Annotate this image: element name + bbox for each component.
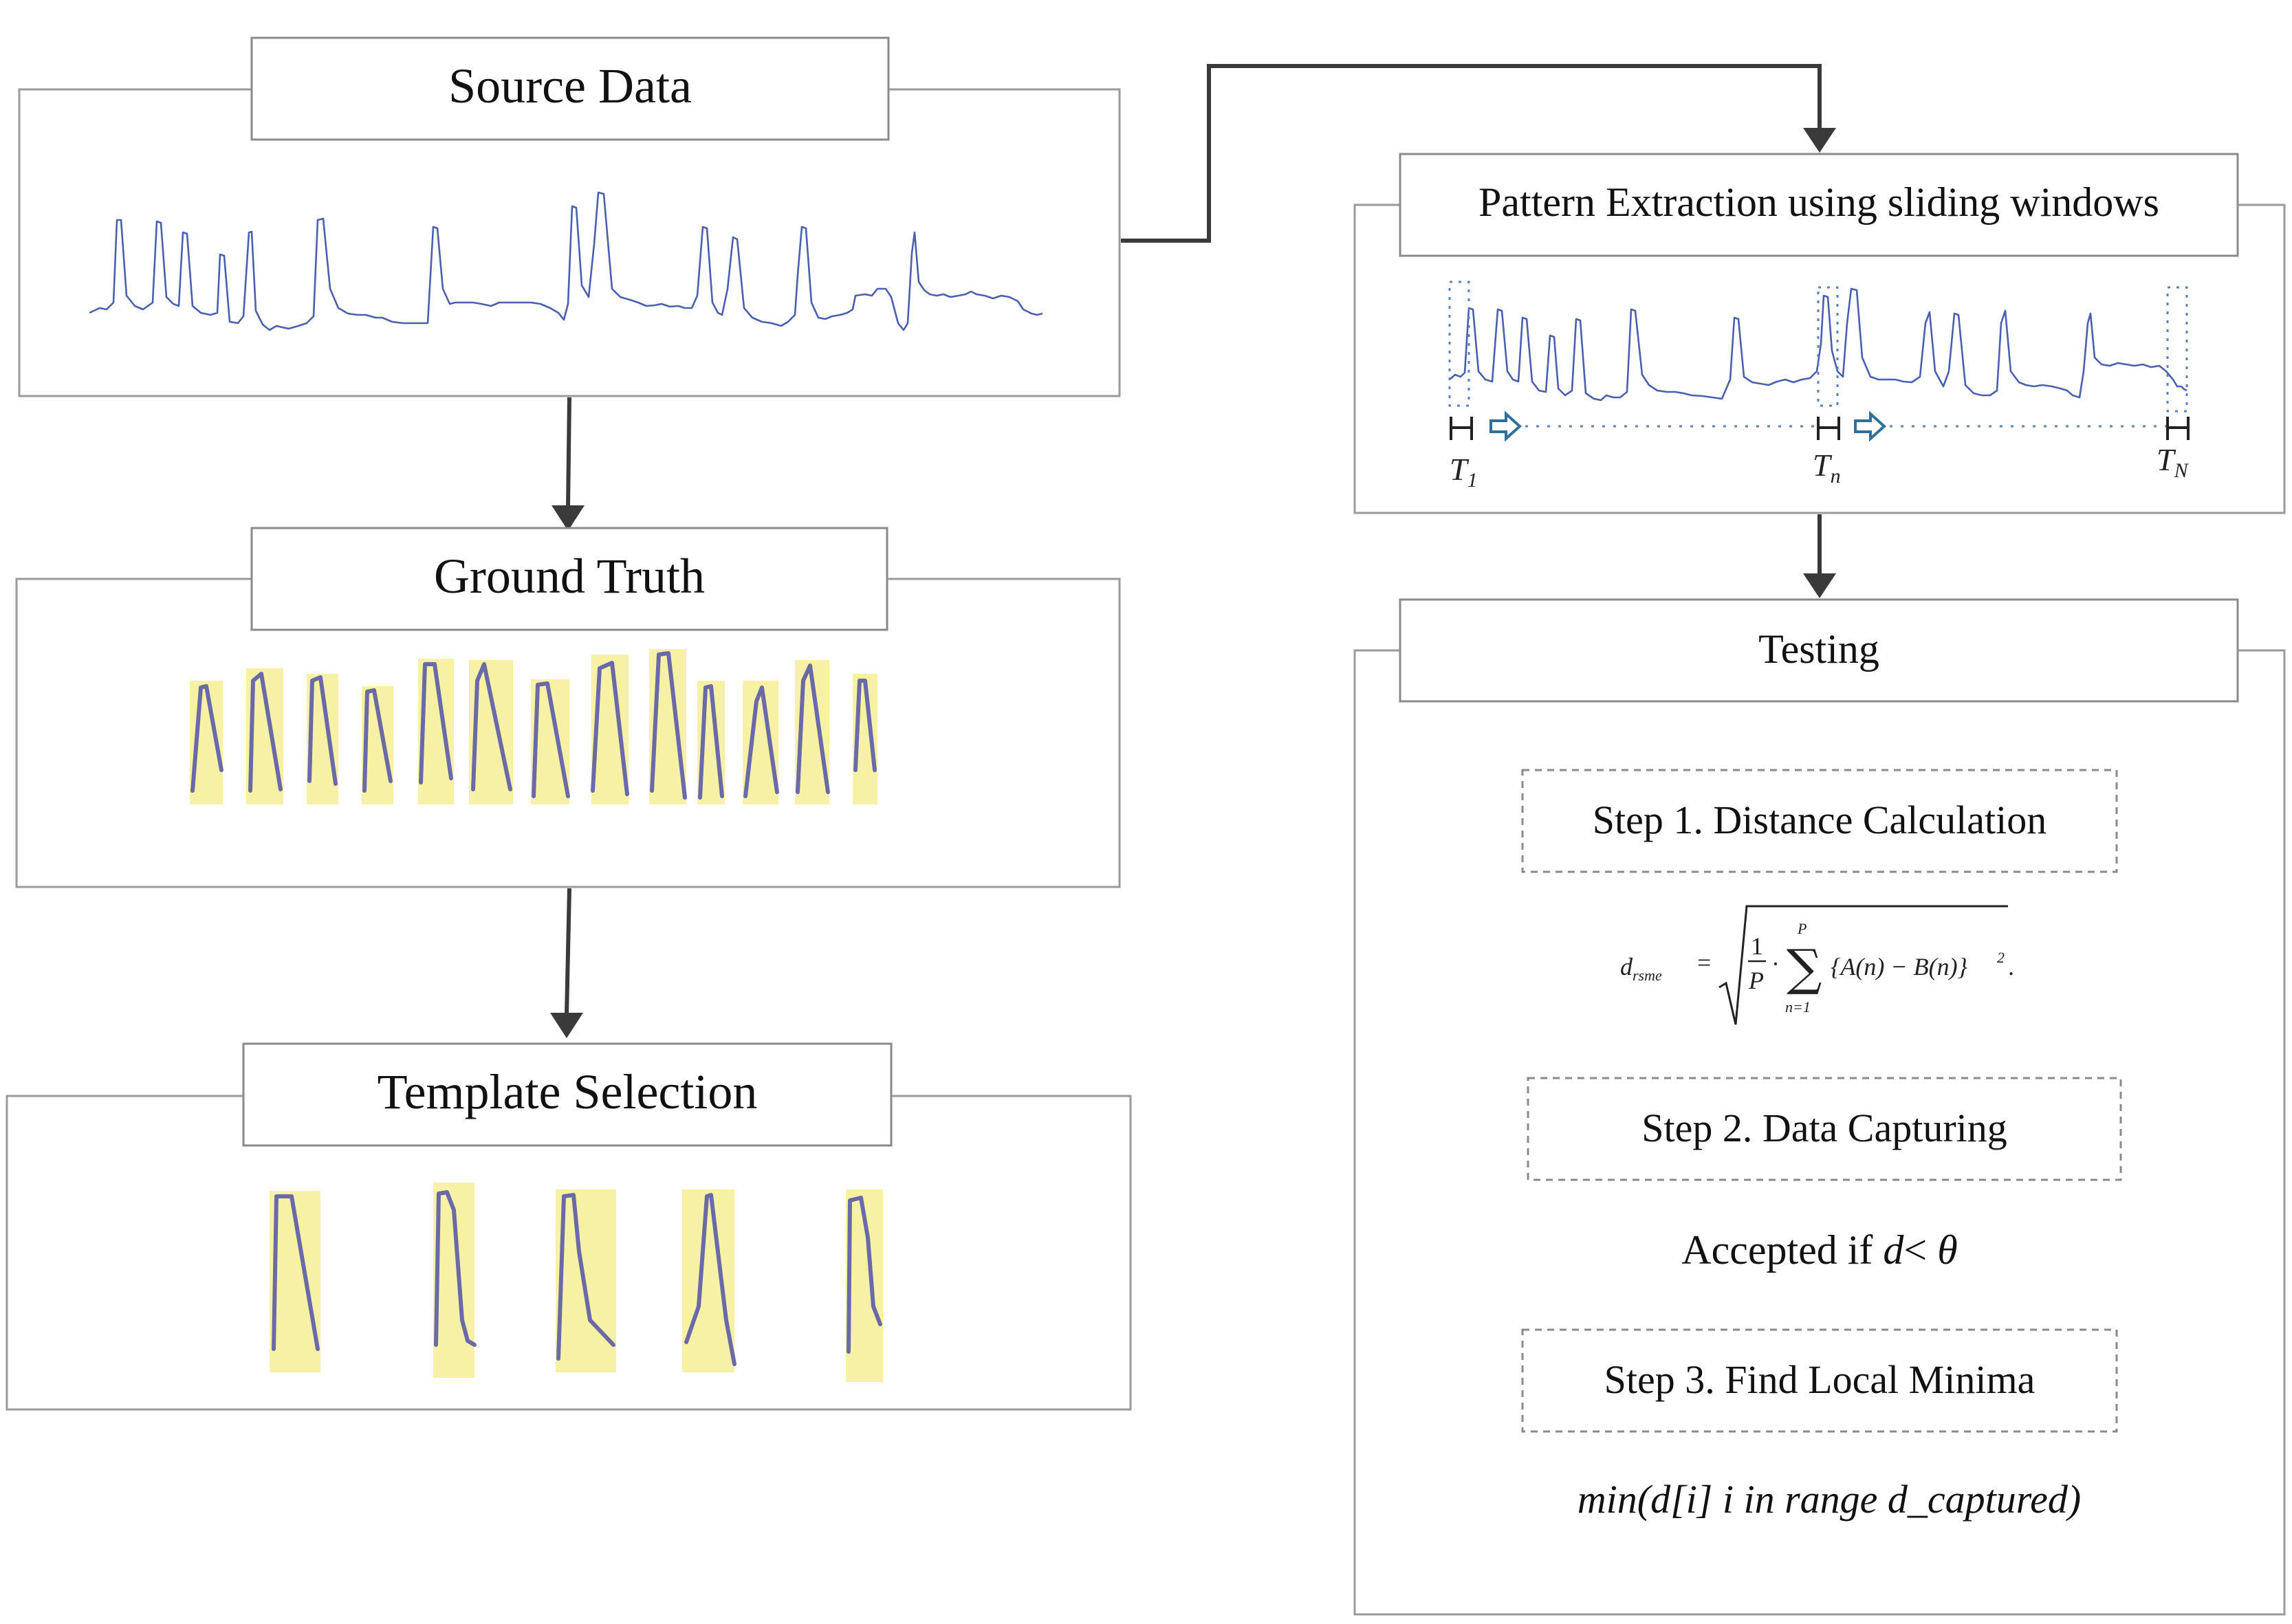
step1-label: Step 1. Distance Calculation bbox=[1593, 798, 2047, 842]
frac-numerator: 1 bbox=[1751, 932, 1763, 960]
arrow-extraction-to-testing bbox=[1803, 514, 1836, 598]
formula-equals: = bbox=[1697, 949, 1711, 976]
step2-box bbox=[1527, 1077, 2122, 1181]
sum-upper: P bbox=[1797, 920, 1807, 937]
source-data-section: Source Data bbox=[18, 36, 1121, 397]
source-data-title-box bbox=[250, 36, 890, 141]
template-selection-title: Template Selection bbox=[378, 1064, 758, 1119]
step1-box bbox=[1521, 769, 2118, 873]
extraction-signal-trace bbox=[1449, 287, 2187, 402]
formula-body: {A(n) − B(n)} bbox=[1831, 953, 1968, 980]
step3-box bbox=[1521, 1328, 2118, 1433]
ground-truth-patterns bbox=[190, 649, 877, 804]
gt-pattern bbox=[853, 674, 877, 804]
gt-pattern bbox=[697, 681, 725, 804]
gt-pattern bbox=[246, 668, 283, 804]
formula-dot: · bbox=[1771, 950, 1780, 978]
arrow-source-to-pattern-extraction bbox=[1121, 64, 1836, 243]
window-marker-t1 bbox=[1450, 417, 1473, 440]
step3-label: Step 3. Find Local Minima bbox=[1604, 1357, 2035, 1402]
window-box-tN bbox=[2166, 286, 2188, 413]
gt-pattern bbox=[795, 660, 830, 804]
template-pattern bbox=[682, 1189, 736, 1372]
pattern-extraction-title-box bbox=[1399, 153, 2239, 257]
template-pattern bbox=[846, 1189, 883, 1382]
testing-title: Testing bbox=[1758, 626, 1879, 672]
formula-power: 2 bbox=[1997, 949, 2005, 966]
gt-pattern bbox=[307, 674, 338, 804]
gt-pattern bbox=[418, 659, 454, 804]
template-selection-title-box bbox=[242, 1042, 893, 1147]
radical-sign bbox=[1718, 905, 2008, 1025]
frac-denominator: P bbox=[1748, 967, 1764, 994]
sigma-symbol: ∑ bbox=[1787, 939, 1822, 996]
slide-right-arrow-icon bbox=[1489, 410, 1522, 442]
gt-pattern bbox=[531, 679, 570, 804]
window-marker-tN bbox=[2166, 417, 2190, 440]
template-selection-section: Template Selection bbox=[6, 1042, 1132, 1411]
gt-pattern bbox=[591, 655, 629, 804]
window-box-tn bbox=[1817, 286, 1839, 407]
window-label-tN: TN bbox=[2157, 442, 2190, 482]
ground-truth-title-box bbox=[250, 527, 888, 631]
arrow-source-to-ground-truth bbox=[552, 397, 585, 531]
slide-right-arrow-icon bbox=[1854, 410, 1886, 442]
template-pattern bbox=[270, 1191, 320, 1372]
gt-pattern bbox=[469, 660, 513, 804]
source-signal-trace bbox=[89, 191, 1043, 331]
formula-end: . bbox=[2008, 953, 2014, 980]
step2-label: Step 2. Data Capturing bbox=[1641, 1106, 2007, 1150]
ground-truth-section: Ground Truth bbox=[15, 527, 1121, 888]
ground-truth-title: Ground Truth bbox=[434, 549, 705, 604]
testing-title-box bbox=[1399, 598, 2239, 703]
template-patterns bbox=[270, 1183, 883, 1382]
arrow-ground-truth-to-template bbox=[550, 888, 583, 1038]
window-marker-tn bbox=[1817, 417, 1840, 440]
template-pattern bbox=[433, 1183, 477, 1378]
window-box-t1 bbox=[1448, 281, 1470, 407]
acceptance-condition: Accepted if d< θ bbox=[1681, 1227, 1958, 1273]
pattern-extraction-title: Pattern Extraction using sliding windows bbox=[1478, 179, 2159, 225]
gt-pattern bbox=[362, 686, 393, 804]
pattern-extraction-section: Pattern Extraction using sliding windows bbox=[1353, 153, 2286, 514]
source-data-title: Source Data bbox=[448, 58, 692, 113]
gt-pattern bbox=[190, 681, 223, 804]
testing-section: Testing Step 1. Distance Calculation drs… bbox=[1353, 598, 2286, 1616]
window-label-t1: T1 bbox=[1450, 452, 1478, 492]
gt-pattern bbox=[743, 681, 779, 804]
sum-lower: n=1 bbox=[1785, 998, 1811, 1016]
template-pattern bbox=[556, 1189, 616, 1372]
minima-expression: min(d[i] i in range d_captured) bbox=[1578, 1477, 2081, 1522]
svg-text:drsme: drsme bbox=[1620, 953, 1662, 984]
rmse-formula: drsme = 1 P · P ∑ n=1 {A(n) − B(n)} 2 . bbox=[1620, 905, 2014, 1025]
gt-pattern bbox=[649, 649, 687, 804]
window-label-tn: Tn bbox=[1813, 448, 1841, 487]
